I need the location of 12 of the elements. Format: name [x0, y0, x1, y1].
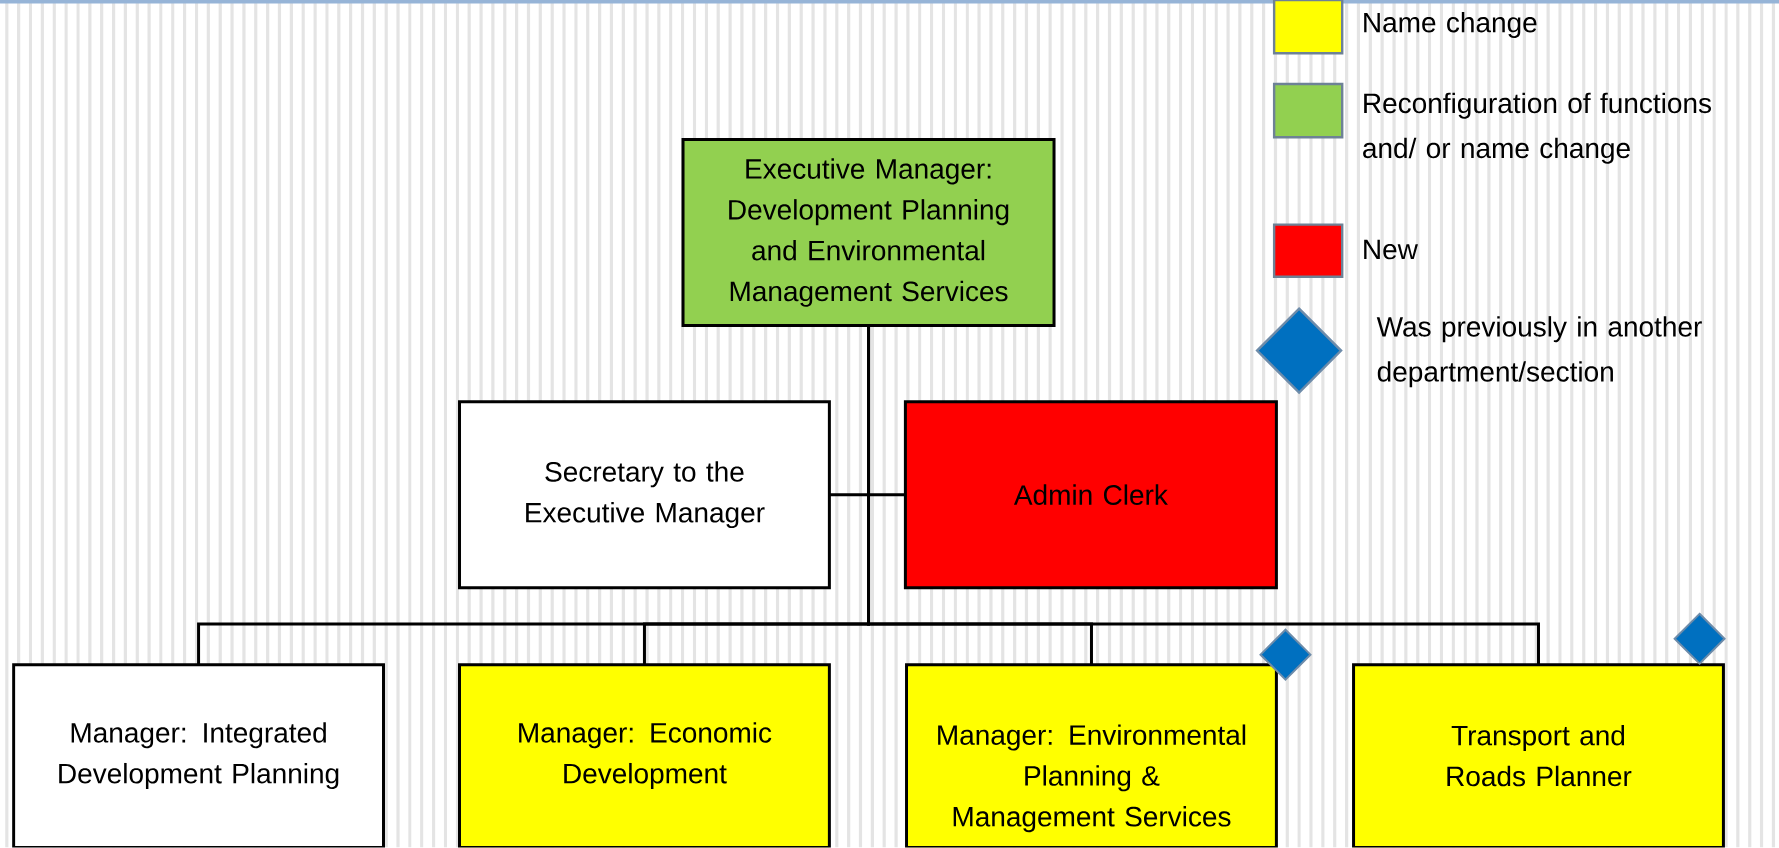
- legend-label: Was previously in another department/section: [1376, 316, 1702, 388]
- legend-label: Name change: [1364, 12, 1537, 39]
- org-box: Executive Manager: Development Planning and Environmental Management Services: [681, 138, 1056, 328]
- org-box: Transport and Roads Planner: [1352, 663, 1725, 848]
- legend-label: New: [1364, 240, 1418, 260]
- org-box: Admin Clerk: [903, 400, 1278, 590]
- connector-line: [867, 325, 1540, 666]
- legend-label: Reconfiguration of functions and/ or name change: [1363, 92, 1711, 164]
- org-box: Manager: Environmental Planning & Management Services: [905, 663, 1278, 848]
- org-box: Manager: Economic Development: [458, 663, 831, 848]
- org-box: Secretary to the Executive Manager: [458, 400, 831, 590]
- org-box: Manager: Integrated Development Planning: [12, 663, 385, 848]
